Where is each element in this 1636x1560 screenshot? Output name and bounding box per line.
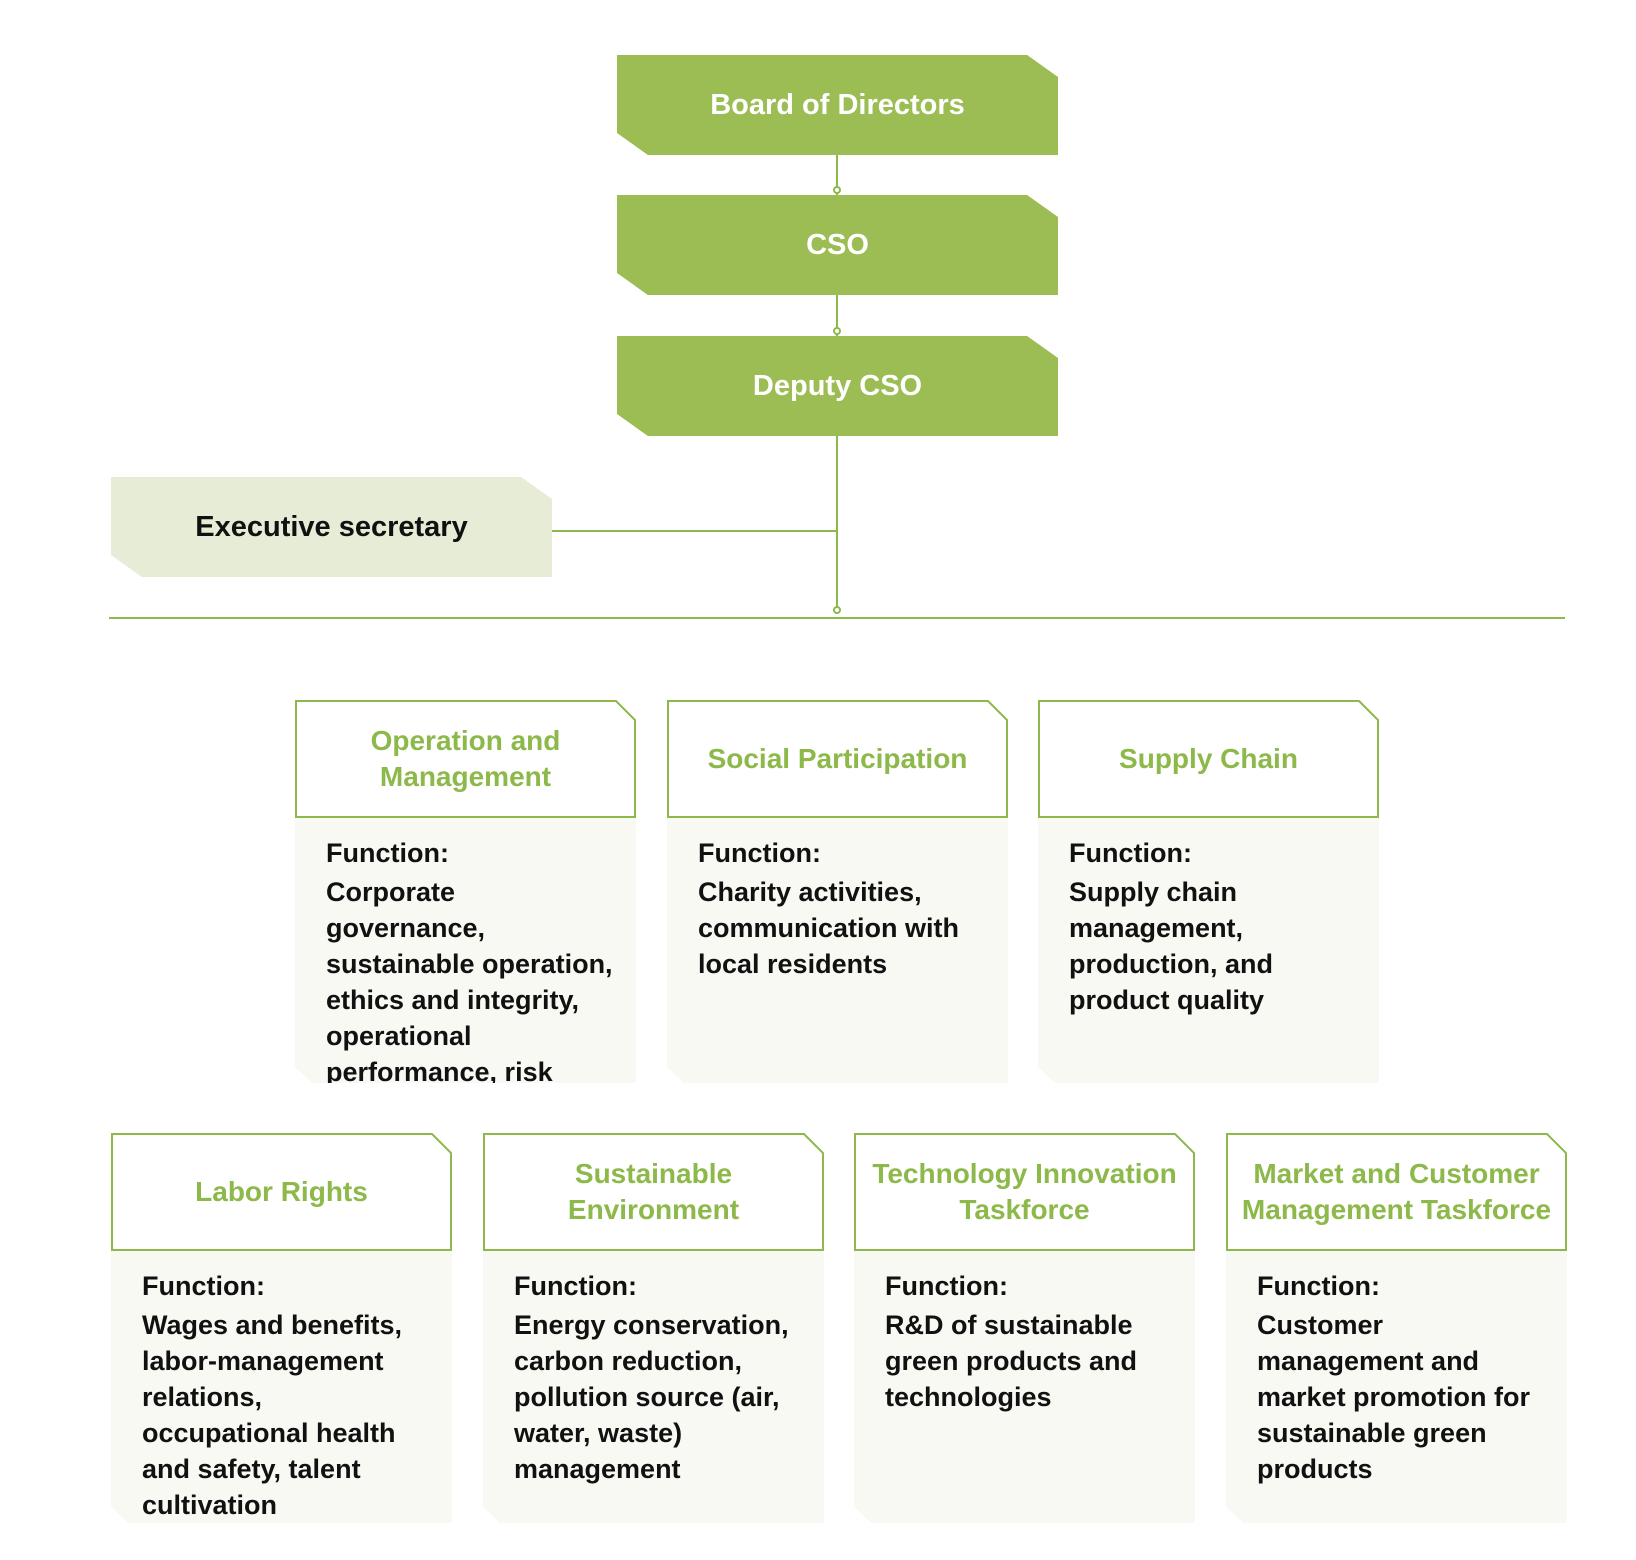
committee-card-header-frame — [295, 700, 636, 818]
function-label: Function: — [1257, 1271, 1380, 1301]
executive-secretary-label: Executive secretary — [195, 510, 468, 543]
committee-card-header-frame — [854, 1133, 1195, 1251]
committee-card-header: Social Participation — [667, 700, 1008, 818]
function-description: Energy conservation, carbon reduction, p… — [514, 1310, 789, 1484]
function-label: Function: — [514, 1271, 637, 1301]
committee-title: Social Participation — [707, 743, 968, 774]
committee-card-header-frame — [667, 700, 1008, 818]
function-label: Function: — [698, 838, 821, 868]
cso-label: CSO — [806, 228, 869, 261]
function-description: Charity activities, communication with l… — [698, 877, 960, 979]
function-description: R&D of sustainable green products and te… — [885, 1310, 1138, 1412]
committee-card-body: Function: R&D of sustainable green produc… — [854, 1251, 1195, 1523]
deputy-cso-label: Deputy CSO — [752, 369, 923, 402]
committee-card-body: Function: Wages and benefits, labor-manag… — [111, 1251, 452, 1523]
function-label: Function: — [142, 1271, 265, 1301]
function-label: Function: — [885, 1271, 1008, 1301]
connector-dot-deputy — [833, 327, 841, 335]
connector-board-cso — [836, 155, 838, 195]
board-of-directors-label: Board of Directors — [710, 88, 965, 121]
committee-title: Supply Chain — [1119, 743, 1298, 774]
committee-card-header: Supply Chain — [1038, 700, 1379, 818]
function-description: Supply chain management, production, and… — [1069, 877, 1273, 1015]
committee-card-body: Function: Charity activities, communicati… — [667, 818, 1008, 1083]
committee-card-body: Function: Energy conservation, carbon red… — [483, 1251, 824, 1523]
connector-dot-cso — [833, 186, 841, 194]
committee-card-header: Market and Customer Management Taskforce — [1226, 1133, 1567, 1251]
committee-card-header-frame — [483, 1133, 824, 1251]
committee-card-body: Function: Customer management and market … — [1226, 1251, 1567, 1523]
function-label: Function: — [326, 838, 449, 868]
committee-card-header: Technology Innovation Taskforce — [854, 1133, 1195, 1251]
committee-card-header: Operation and Management — [295, 700, 636, 818]
deputy-cso-box: Deputy CSO — [617, 336, 1058, 436]
connector-executive — [552, 530, 838, 532]
function-description: Wages and benefits, labor-management rel… — [142, 1310, 403, 1520]
committee-card-header: Sustainable Environment — [483, 1133, 824, 1251]
function-description: Customer management and market promotion… — [1257, 1310, 1531, 1484]
committee-card-header-frame — [1038, 700, 1379, 818]
committee-card-body: Function:Corporate governance, sustainab… — [295, 818, 636, 1083]
committee-card-header-frame — [1226, 1133, 1567, 1251]
committee-title: Market and Customer Management Taskforce — [1241, 1158, 1552, 1225]
function-description: Corporate governance, sustainable operat… — [326, 877, 613, 1123]
divider-line — [109, 617, 1565, 619]
committee-card-body: Function: Supply chain management, produc… — [1038, 818, 1379, 1083]
committee-title: Labor Rights — [195, 1176, 368, 1207]
cso-box: CSO — [617, 195, 1058, 295]
committee-title: Technology Innovation Taskforce — [872, 1158, 1177, 1225]
connector-dot-bottom — [833, 606, 841, 614]
connector-deputy-down — [836, 436, 838, 608]
committee-title: Sustainable Environment — [567, 1158, 740, 1225]
committee-card: Market and Customer Management Taskforce… — [1226, 1133, 1567, 1523]
function-label: Function: — [1069, 838, 1192, 868]
connector-cso-deputy — [836, 295, 838, 336]
committee-title: Operation and Management — [370, 725, 561, 792]
committee-card-header: Labor Rights — [111, 1133, 452, 1251]
executive-secretary-box: Executive secretary — [111, 477, 552, 577]
board-of-directors-box: Board of Directors — [617, 55, 1058, 155]
committee-card-header-frame — [111, 1133, 452, 1251]
